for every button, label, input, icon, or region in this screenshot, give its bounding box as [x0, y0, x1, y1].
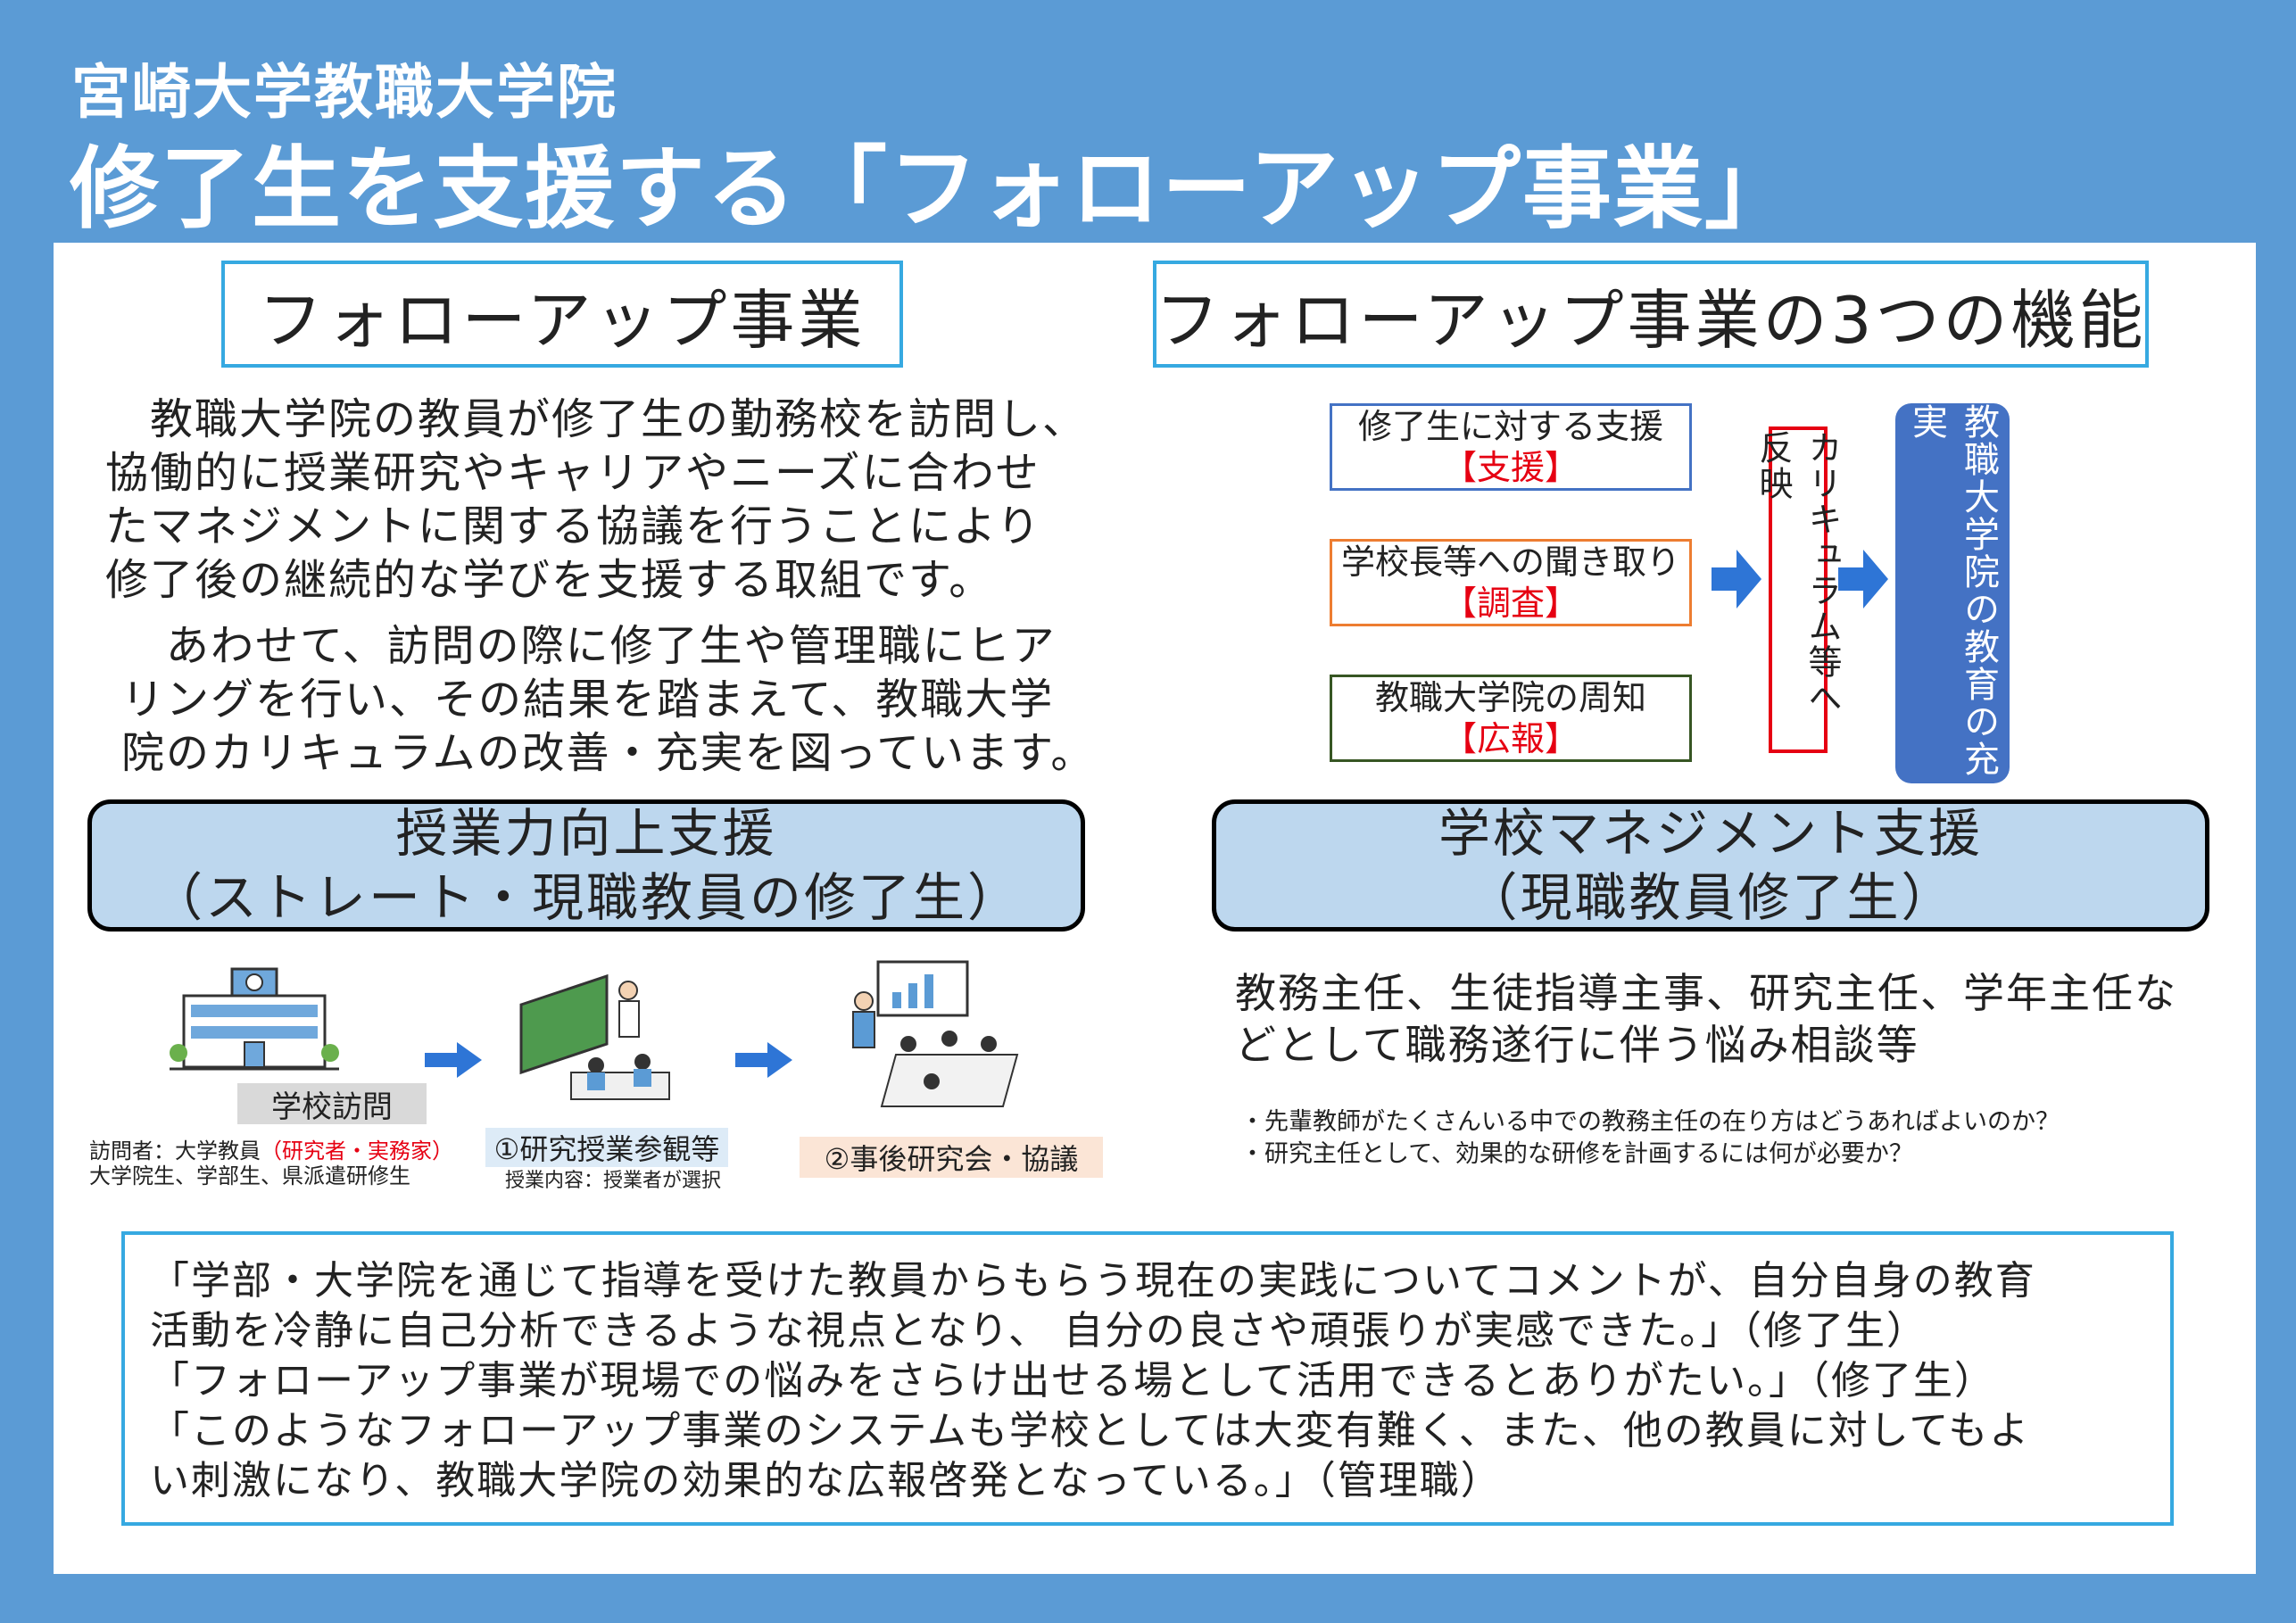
pill-line2: （現職教員修了生） [1465, 867, 1956, 928]
step1-label: ①研究授業参観等 [485, 1128, 728, 1167]
lesson-support-pill: 授業力向上支援 （ストレート・現職教員の修了生） [87, 799, 1085, 932]
school-visit-label: 学校訪問 [237, 1083, 427, 1125]
quote-line: 「フォローアップ事業が現場での悩みをさらけ出せる場として活用できるとありがたい。… [150, 1358, 1996, 1404]
left-paragraph-1: 教職大学院の教員が修了生の勤務校を訪問し、 協働的に授業研究やキャリアやニーズに… [105, 393, 1087, 607]
header-subtitle: 宮崎大学教職大学院 [71, 58, 618, 127]
mgmt-line: 教務主任、生徒指導主事、研究主任、学年主任な [1235, 969, 2177, 1017]
function-support-box: 修了生に対する支援 【支援】 [1330, 403, 1692, 491]
quote-line: 活動を冷静に自己分析できるような視点となり、 自分の良さや頑張りが実感できた。」… [150, 1308, 1928, 1354]
para2-line: 院のカリキュラムの改善・充実を図っています。 [121, 728, 1096, 778]
left-paragraph-2: あわせて、訪問の際に修了生や管理職にヒア リングを行い、その結果を踏まえて、教職… [121, 619, 1095, 780]
visitor-info: 訪問者：大学教員（研究者・実務家） [89, 1139, 453, 1163]
meeting-discussion-icon [852, 960, 1019, 1107]
quote-line: 「学部・大学院を通じて指導を受けた教員からもらう現在の実践についてコメントが、自… [150, 1258, 2036, 1304]
header-title: 修了生を支援する「フォローアップ事業」 [70, 137, 1795, 241]
pill-line1: 学校マネジメント支援 [1438, 803, 1983, 864]
example-item: ・先輩教師がたくさんいる中での教務主任の在り方はどうあればよいのか？ [1240, 1108, 2060, 1136]
function-tag: 【支援】 [1442, 448, 1579, 487]
function-label: 学校長等への聞き取り [1340, 542, 1680, 582]
management-examples: ・先輩教師がたくさんいる中での教務主任の在り方はどうあればよいのか？ ・研究主任… [1240, 1106, 2060, 1171]
function-tag: 【広報】 [1442, 719, 1579, 758]
function-tag: 【調査】 [1442, 584, 1579, 623]
management-text: 教務主任、生徒指導主事、研究主任、学年主任な どとして職務遂行に伴う悩み相談等 [1235, 967, 2177, 1071]
para1-line: たマネジメントに関する協議を行うことにより [105, 501, 1042, 551]
mgmt-line: どとして職務遂行に伴う悩み相談等 [1235, 1021, 1919, 1069]
teacher-blackboard-icon [519, 973, 670, 1100]
example-item: ・研究主任として、効果的な研修を計画するには何が必要か？ [1240, 1140, 1913, 1168]
para2-line: あわせて、訪問の際に修了生や管理職にヒア [121, 621, 1057, 671]
arrow-right-icon [1838, 550, 1888, 609]
school-building-icon [170, 967, 339, 1071]
right-heading: フォローアップ事業の3つの機能 [1153, 261, 2149, 368]
step1-note: 授業内容：授業者が選択 [505, 1170, 722, 1192]
step2-label: ②事後研究会・協議 [800, 1137, 1103, 1178]
pill-line1: 授業力向上支援 [395, 803, 777, 864]
arrow-right-icon [735, 1042, 792, 1078]
function-survey-box: 学校長等への聞き取り 【調査】 [1330, 539, 1692, 626]
visitor-highlight: （研究者・実務家） [261, 1139, 453, 1163]
visitor-prefix: 訪問者：大学教員 [89, 1139, 261, 1163]
arrow-right-icon [1712, 550, 1761, 609]
pill-line2: （ストレート・現職教員の修了生） [150, 867, 1022, 928]
quote-line: い刺激になり、教職大学院の効果的な広報啓発となっている。」（管理職） [150, 1458, 1502, 1503]
arrow-right-icon [425, 1042, 482, 1078]
curriculum-reflect-box: カリキュラム等へ反映 [1753, 426, 1842, 753]
function-label: 修了生に対する支援 [1357, 407, 1663, 446]
para1-line: 修了後の継続的な学びを支援する取組です。 [105, 555, 994, 605]
quote-line: 「このようなフォローアップ事業のシステムも学校としては大変有難く、また、他の教員… [150, 1408, 2031, 1453]
testimonial-box: 「学部・大学院を通じて指導を受けた教員からもらう現在の実践についてコメントが、自… [121, 1231, 2174, 1526]
left-heading: フォローアップ事業 [221, 261, 903, 368]
education-enhancement-box: 教職大学院の教育の充実 [1895, 403, 2010, 783]
visitor-line2: 大学院生、学部生、県派遣研修生 [89, 1163, 410, 1188]
function-pr-box: 教職大学院の周知 【広報】 [1330, 675, 1692, 762]
para1-line: 教職大学院の教員が修了生の勤務校を訪問し、 [105, 394, 1088, 444]
function-label: 教職大学院の周知 [1374, 678, 1646, 717]
para1-line: 協働的に授業研究やキャリアやニーズに合わせ [105, 448, 1040, 498]
para2-line: リングを行い、その結果を踏まえて、教職大学 [121, 675, 1055, 725]
management-support-pill: 学校マネジメント支援 （現職教員修了生） [1212, 799, 2209, 932]
